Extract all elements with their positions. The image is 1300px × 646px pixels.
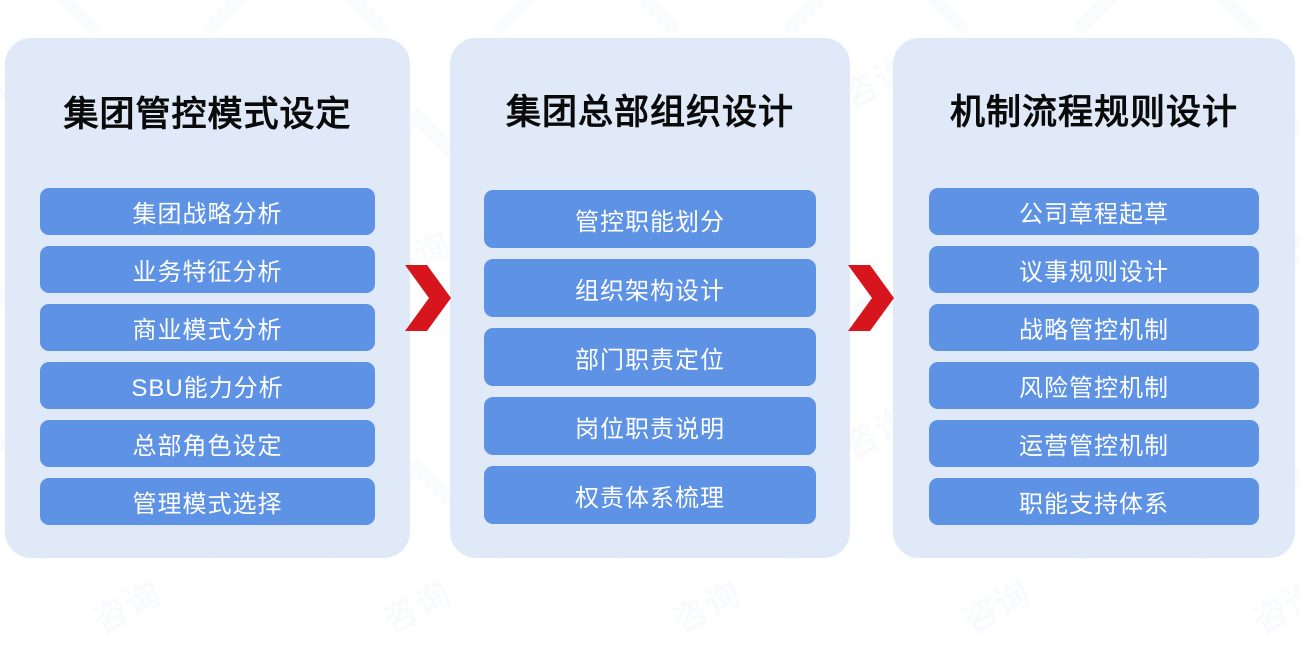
stage-item-list-3: 公司章程起草 议事规则设计 战略管控机制 风险管控机制 运营管控机制 职能支持体… bbox=[893, 188, 1295, 525]
stage-item[interactable]: 部门职责定位 bbox=[484, 328, 816, 386]
stage-item[interactable]: 管控职能划分 bbox=[484, 190, 816, 248]
stage-item[interactable]: 风险管控机制 bbox=[929, 362, 1259, 409]
stage-item[interactable]: 公司章程起草 bbox=[929, 188, 1259, 235]
stage-title-2: 集团总部组织设计 bbox=[505, 93, 794, 132]
stage-item[interactable]: 业务特征分析 bbox=[40, 246, 375, 293]
stage-item[interactable]: 战略管控机制 bbox=[929, 304, 1259, 351]
stage-panel-3: 机制流程规则设计 公司章程起草 议事规则设计 战略管控机制 风险管控机制 运营管… bbox=[893, 38, 1295, 558]
stage-item[interactable]: 总部角色设定 bbox=[40, 420, 375, 467]
chevron-right-arrow bbox=[846, 263, 896, 333]
stage-item-list-1: 集团战略分析 业务特征分析 商业模式分析 SBU能力分析 总部角色设定 管理模式… bbox=[5, 188, 410, 525]
process-flow-diagram: 集团管控模式设定 集团战略分析 业务特征分析 商业模式分析 SBU能力分析 总部… bbox=[5, 38, 1295, 558]
stage-item[interactable]: 职能支持体系 bbox=[929, 478, 1259, 525]
stage-item[interactable]: 组织架构设计 bbox=[484, 259, 816, 317]
stage-panel-1: 集团管控模式设定 集团战略分析 业务特征分析 商业模式分析 SBU能力分析 总部… bbox=[5, 38, 410, 558]
stage-item-list-2: 管控职能划分 组织架构设计 部门职责定位 岗位职责说明 权责体系梳理 bbox=[450, 190, 850, 524]
stage-item[interactable]: SBU能力分析 bbox=[40, 362, 375, 409]
stage-panel-2: 集团总部组织设计 管控职能划分 组织架构设计 部门职责定位 岗位职责说明 权责体… bbox=[450, 38, 850, 558]
stage-title-3: 机制流程规则设计 bbox=[949, 93, 1238, 132]
stage-item[interactable]: 商业模式分析 bbox=[40, 304, 375, 351]
stage-item[interactable]: 运营管控机制 bbox=[929, 420, 1259, 467]
stage-item[interactable]: 议事规则设计 bbox=[929, 246, 1259, 293]
stage-item[interactable]: 岗位职责说明 bbox=[484, 397, 816, 455]
stage-title-1: 集团管控模式设定 bbox=[63, 95, 352, 134]
stage-item[interactable]: 集团战略分析 bbox=[40, 188, 375, 235]
chevron-right-arrow bbox=[403, 263, 453, 333]
stage-item[interactable]: 权责体系梳理 bbox=[484, 466, 816, 524]
stage-item[interactable]: 管理模式选择 bbox=[40, 478, 375, 525]
